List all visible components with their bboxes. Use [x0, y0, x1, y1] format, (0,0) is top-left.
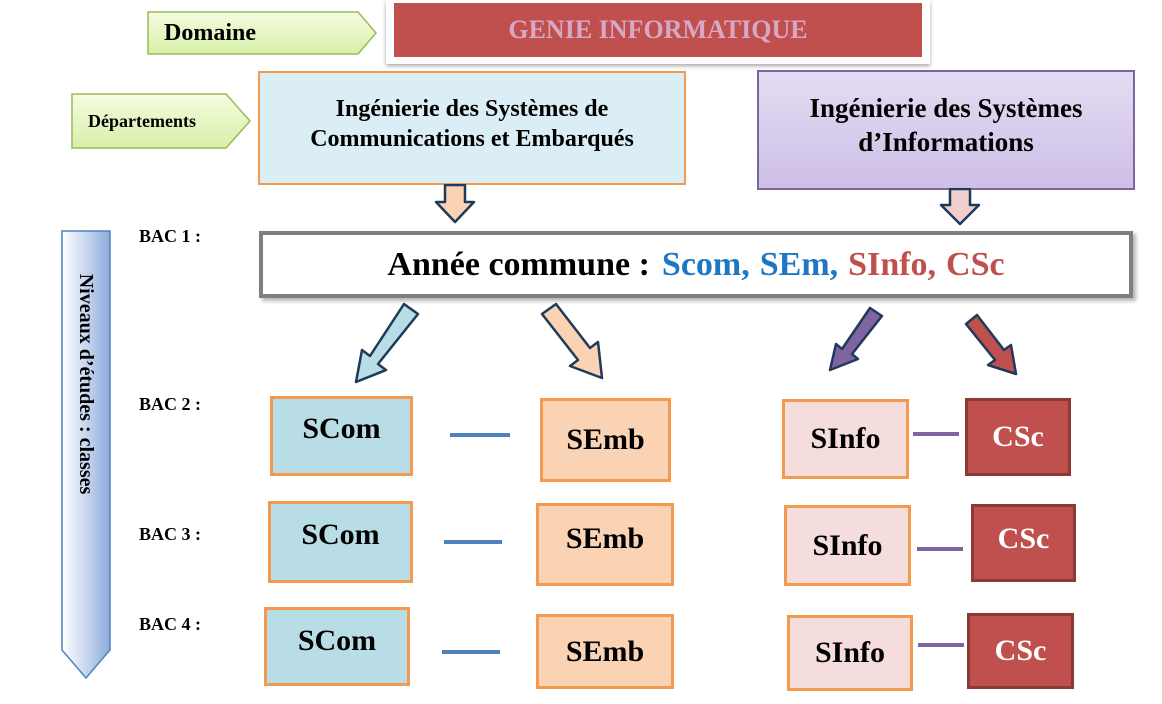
domain-title: GENIE INFORMATIQUE: [394, 3, 922, 57]
department-scom-semb: Ingénierie des Systèmes de Communication…: [258, 71, 686, 185]
department-line: Communications et Embarqués: [310, 126, 634, 152]
track-sem: SEm,: [759, 245, 839, 283]
bac-label: BAC 2 :: [139, 394, 201, 414]
connector-line: [917, 547, 963, 551]
department-line: d’Informations: [858, 127, 1034, 157]
class-csc: CSc: [971, 504, 1076, 582]
bac-label: BAC 3 :: [139, 524, 201, 544]
class-scom: SCom: [264, 607, 410, 686]
class-csc: CSc: [965, 398, 1071, 476]
class-semb: SEmb: [536, 614, 674, 689]
domain-tag: Domaine: [146, 10, 378, 56]
domain-tag-label: Domaine: [164, 19, 256, 46]
class-scom: SCom: [268, 501, 413, 583]
class-sinfo: SInfo: [787, 615, 913, 691]
bac-label: BAC 4 :: [139, 614, 201, 634]
arrow-diagonal-icon: [354, 302, 420, 384]
domain-title-text: GENIE INFORMATIQUE: [508, 15, 808, 44]
levels-label: Niveaux d’études : classes: [75, 273, 98, 495]
connector-line: [444, 540, 502, 544]
connector-line: [918, 643, 964, 647]
arrow-diagonal-icon: [964, 313, 1018, 376]
arrow-down-icon: [939, 188, 981, 226]
department-line: Ingénierie des Systèmes: [809, 93, 1083, 123]
levels-arrow-shape: [61, 230, 111, 680]
class-sinfo: SInfo: [782, 399, 909, 479]
connector-line: [442, 650, 500, 654]
arrow-diagonal-icon: [828, 306, 884, 372]
common-year-box: Année commune : Scom, SEm, SInfo, CSc: [259, 231, 1133, 298]
tag-arrow-shape: [147, 11, 377, 55]
department-line: Ingénierie des Systèmes de: [335, 96, 609, 122]
arrow-down-icon: [434, 184, 476, 224]
class-sinfo: SInfo: [784, 505, 911, 586]
common-year-prefix: Année commune :: [387, 245, 650, 283]
class-semb: SEmb: [536, 503, 674, 586]
connector-line: [913, 432, 959, 436]
track-csc: CSc: [946, 245, 1005, 283]
department-sinfo-csc: Ingénierie des Systèmes d’Informations: [757, 70, 1135, 190]
track-scom: Scom,: [661, 245, 750, 283]
arrow-diagonal-icon: [540, 302, 604, 380]
departments-tag: Départements: [70, 92, 252, 150]
class-csc: CSc: [967, 613, 1074, 689]
class-scom: SCom: [270, 396, 413, 476]
bac1-label: BAC 1 :: [139, 226, 201, 246]
class-semb: SEmb: [540, 398, 671, 482]
track-sinfo: SInfo,: [848, 245, 937, 283]
departments-tag-label: Départements: [88, 110, 196, 131]
connector-line: [450, 433, 510, 437]
tag-arrow-shape: [71, 93, 252, 149]
levels-label-wrap: Niveaux d’études : classes: [68, 164, 104, 604]
